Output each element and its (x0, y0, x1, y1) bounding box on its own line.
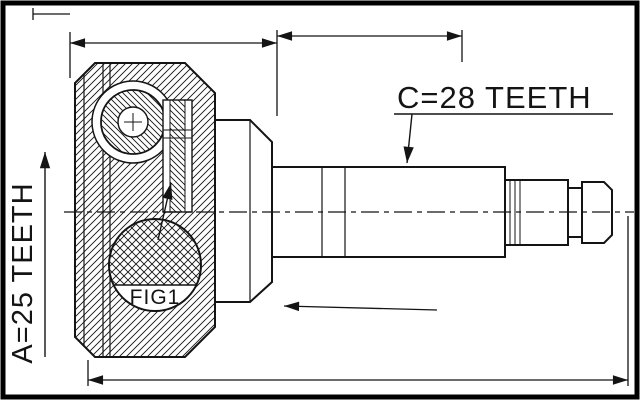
race-spline-annotation: A=25 TEETH (7, 152, 51, 364)
shaft-spline-leader-arrow (403, 113, 414, 164)
outer-race-bell (74, 62, 216, 358)
dimension-lines (32, 8, 629, 386)
fig1-callout: FIG1 (108, 182, 202, 312)
fig1-label: FIG1 (130, 286, 181, 309)
shaft-spline-label: C=28 TEETH (397, 80, 592, 115)
race-spline-label: A=25 TEETH (7, 182, 39, 363)
inner-race-block (214, 119, 273, 303)
body-leader-arrow (283, 301, 438, 312)
shaft-spline-annotation: C=28 TEETH (394, 80, 613, 164)
